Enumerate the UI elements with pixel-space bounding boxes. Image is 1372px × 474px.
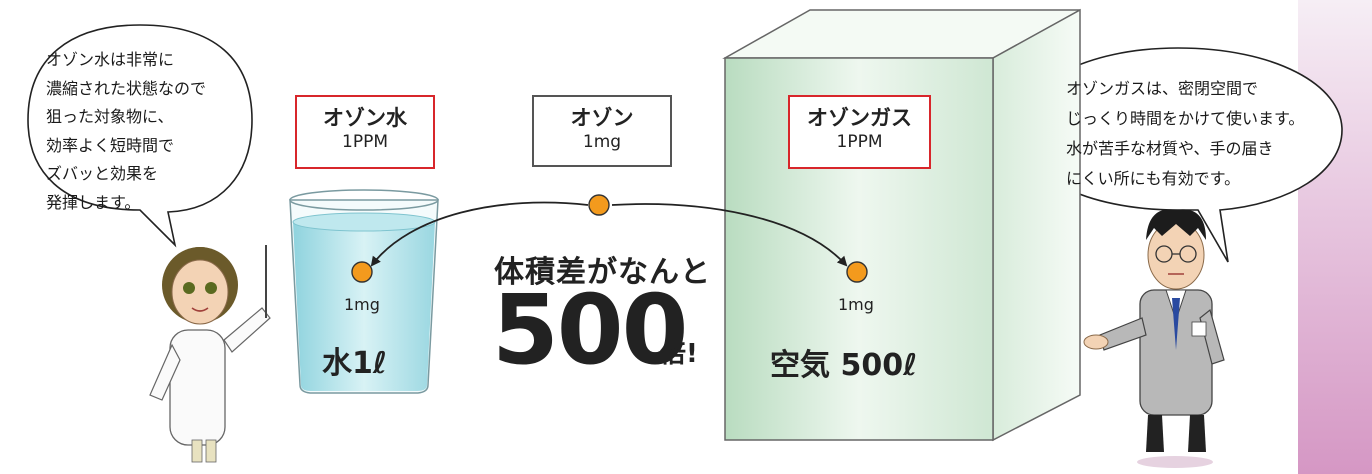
ozone-center-amount: 1mg xyxy=(582,132,622,152)
ozone-center-label-box: オゾン 1mg xyxy=(532,95,672,167)
volume-ratio-number: 500 xyxy=(492,274,688,386)
ozone-water-label-box: オゾン水 1PPM xyxy=(295,95,435,169)
ozone-water-concentration: 1PPM xyxy=(342,132,388,152)
left-bubble-line: 濃縮された状態なので xyxy=(46,78,207,98)
left-speech-bubble xyxy=(27,24,253,248)
right-bubble-line: じっくり時間をかけて使います。 xyxy=(1066,109,1305,128)
volume-ratio-suffix: 倍! xyxy=(660,339,698,369)
left-bubble-line: オゾン水は非常に xyxy=(46,50,175,69)
ozone-center-title: オゾン xyxy=(570,106,634,130)
left-bubble-line: ズバッと効果を xyxy=(46,164,159,183)
water-volume-label: 水1ℓ xyxy=(322,346,388,381)
ozone-gas-title: オゾンガス xyxy=(807,106,912,130)
left-bubble-line: 狙った対象物に、 xyxy=(46,107,174,126)
left-bubble-line: 効率よく短時間で xyxy=(46,135,175,155)
ozone-gas-label-box: オゾンガス 1PPM xyxy=(788,95,931,169)
left-bubble-line: 発揮します。 xyxy=(46,192,141,212)
ozone-gas-concentration: 1PPM xyxy=(836,132,883,152)
right-bubble-text: オゾンガスは、密閉空間で じっくり時間をかけて使います。 水が苦手な材質や、手の… xyxy=(1066,74,1304,194)
ozone-arrows xyxy=(370,201,848,267)
ozone-dot-water xyxy=(351,261,373,283)
ozone-water-title: オゾン水 xyxy=(323,106,407,130)
volume-difference-lead: 体積差がなんと xyxy=(494,255,711,290)
businessman-character xyxy=(1083,209,1225,468)
right-bubble-line: オゾンガスは、密閉空間で xyxy=(1066,79,1259,98)
ozone-dot-air xyxy=(846,261,868,283)
water-ozone-amount: 1mg xyxy=(344,295,380,314)
right-bubble-line: にくい所にも有効です。 xyxy=(1066,169,1241,188)
right-bubble-line: 水が苦手な材質や、手の届き xyxy=(1066,139,1274,158)
air-ozone-amount: 1mg xyxy=(838,295,874,314)
left-bubble-text: オゾン水は非常に 濃縮された状態なので 狙った対象物に、 効率よく短時間で ズバ… xyxy=(46,46,206,217)
ozone-dot-center xyxy=(588,194,610,216)
air-volume-label: 空気 500ℓ xyxy=(770,348,918,383)
water-glass xyxy=(289,189,439,394)
decorative-side-band xyxy=(1298,0,1372,474)
scientist-woman-character xyxy=(149,245,271,463)
